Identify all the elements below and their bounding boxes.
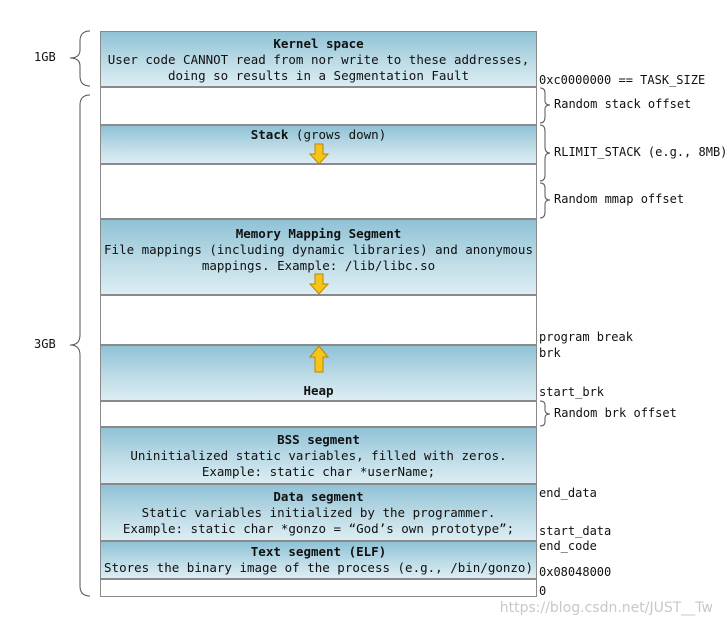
mmap-line2: mappings. Example: /lib/libc.so (201, 258, 436, 273)
random-stack-label: Random stack offset (554, 97, 692, 111)
heap-title: Heap (303, 383, 334, 398)
bss-line1: Uninitialized static variables, filled w… (130, 448, 507, 463)
stack-down-arrow-icon (308, 143, 330, 165)
program-break-label: program break (539, 330, 633, 344)
rlimit-stack-label: RLIMIT_STACK (e.g., 8MB) (554, 145, 727, 159)
kernel-brace (69, 30, 91, 87)
text-title: Text segment (ELF) (250, 544, 387, 559)
heap-up-arrow-icon (308, 345, 330, 373)
mmap-title: Memory Mapping Segment (235, 226, 402, 241)
kernel-line2: doing so results in a Segmentation Fault (167, 68, 470, 83)
bss-title: BSS segment (277, 432, 360, 447)
end-data-label: end_data (539, 486, 597, 500)
mmap-line1: File mappings (including dynamic librari… (104, 242, 533, 257)
task-size-label: 0xc0000000 == TASK_SIZE (539, 73, 706, 87)
end-code-label: end_code (539, 539, 597, 553)
bss-line2: Example: static char *userName; (201, 464, 436, 479)
free-gap (100, 295, 537, 345)
kernel-segment: Kernel space User code CANNOT read from … (100, 31, 537, 87)
brk-label: brk (539, 346, 561, 360)
zero-label: 0 (539, 584, 547, 598)
data-segment: Data segment Static variables initialize… (100, 484, 537, 541)
text-line1: Stores the binary image of the process (… (104, 560, 533, 575)
stack-title: Stack (250, 127, 289, 142)
data-title: Data segment (273, 489, 364, 504)
kernel-line1: User code CANNOT read from nor write to … (107, 52, 530, 67)
data-line2: Example: static char *gonzo = “God’s own… (122, 521, 515, 536)
start-data-label: start_data (539, 524, 612, 538)
random-brk-brace (539, 400, 551, 427)
bss-segment: BSS segment Uninitialized static variabl… (100, 427, 537, 484)
rlimit-brace (539, 124, 551, 182)
user-brace (69, 94, 91, 597)
random-mmap-label: Random mmap offset (554, 192, 685, 206)
rlimit-gap (100, 164, 537, 219)
random-brk-gap (100, 401, 537, 427)
start-brk-label: start_brk (539, 385, 605, 399)
user-size-label: 3GB (34, 337, 56, 351)
random-stack-brace (539, 87, 551, 124)
random-mmap-brace (539, 182, 551, 219)
random-stack-gap (100, 87, 537, 125)
kernel-size-label: 1GB (34, 50, 56, 64)
watermark: https://blog.csdn.net/JUST__Tw (499, 600, 713, 616)
text-segment: Text segment (ELF) Stores the binary ima… (100, 541, 537, 579)
text-start-label: 0x08048000 (539, 565, 612, 579)
kernel-title: Kernel space (273, 36, 364, 51)
bottom-gap (100, 579, 537, 597)
random-brk-label: Random brk offset (554, 406, 677, 420)
data-line1: Static variables initialized by the prog… (141, 505, 496, 520)
stack-note: (grows down) (295, 127, 387, 142)
mmap-down-arrow-icon (308, 273, 330, 295)
